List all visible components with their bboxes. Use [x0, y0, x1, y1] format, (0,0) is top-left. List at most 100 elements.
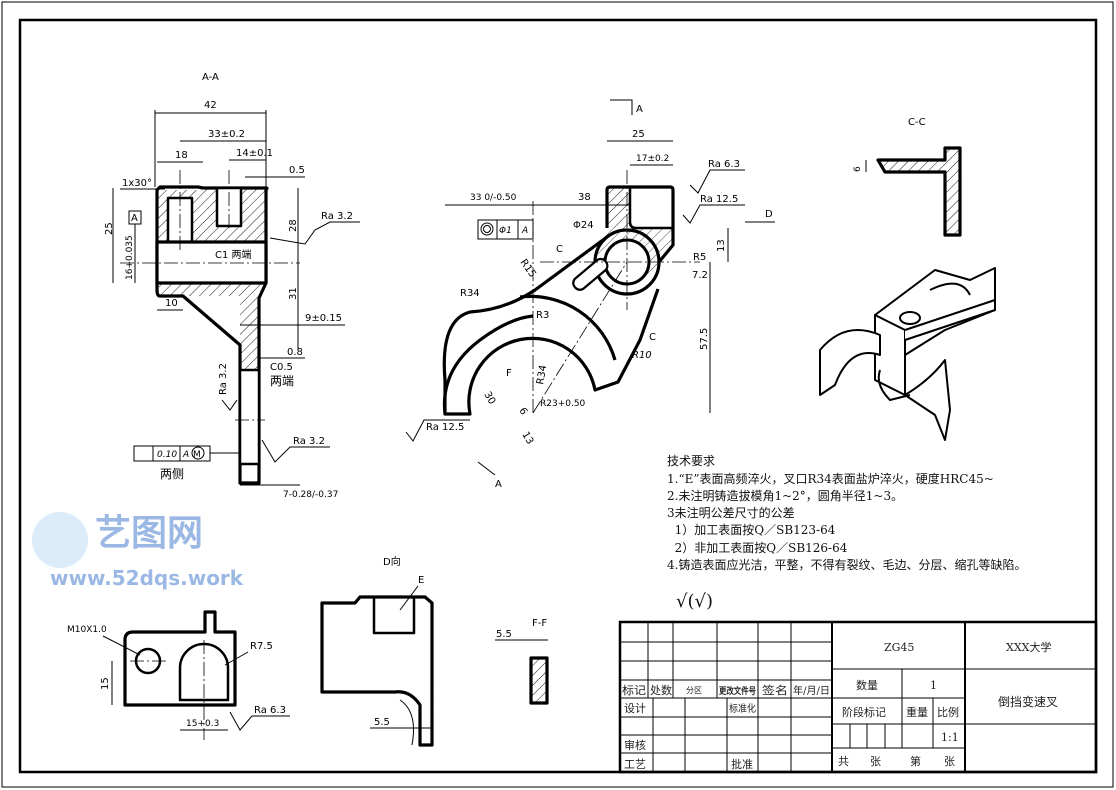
svg-text:7.2: 7.2 [692, 270, 708, 281]
svg-text:第: 第 [910, 754, 921, 768]
svg-text:F-F: F-F [532, 618, 547, 629]
svg-text:共: 共 [838, 755, 849, 768]
svg-text:3未注明公差尺寸的公差: 3未注明公差尺寸的公差 [667, 505, 795, 520]
section-ff-view: F-F 5.5 [495, 618, 549, 705]
svg-text:R23+0.50: R23+0.50 [540, 399, 586, 409]
isometric-view [819, 267, 996, 441]
svg-text:A: A [521, 226, 528, 236]
svg-text:0.8: 0.8 [287, 347, 303, 358]
roughness-symbol: √(√) [676, 591, 713, 612]
svg-text:9±0.15: 9±0.15 [305, 313, 342, 324]
svg-text:13: 13 [519, 430, 535, 447]
svg-text:C-C: C-C [908, 117, 926, 128]
svg-text:Ra 6.3: Ra 6.3 [708, 159, 740, 170]
svg-text:10: 10 [165, 298, 178, 309]
svg-text:18: 18 [175, 150, 188, 161]
svg-text:Ra 3.2: Ra 3.2 [218, 363, 229, 395]
svg-text:C: C [649, 332, 656, 343]
svg-text:16+0.035: 16+0.035 [125, 235, 135, 280]
svg-text:Φ24: Φ24 [573, 220, 594, 231]
svg-text:28: 28 [288, 219, 299, 232]
svg-text:分区: 分区 [686, 686, 702, 695]
tolerance-frame: 0.10 A M 两侧 [133, 445, 240, 481]
svg-text:工艺: 工艺 [624, 758, 646, 771]
watermark-url: www.52dqs.work [50, 566, 244, 590]
school-name: XXX大学 [1006, 640, 1052, 654]
inner-frame [18, 18, 1098, 774]
svg-text:2.未注明铸造拔模角1~2°，圆角半径1~3。: 2.未注明铸造拔模角1~2°，圆角半径1~3。 [667, 488, 903, 503]
svg-text:R3: R3 [536, 310, 549, 321]
watermark: 艺图网 www.52dqs.work [32, 512, 244, 590]
svg-text:1:1: 1:1 [941, 731, 959, 744]
watermark-logo: 艺图网 [95, 513, 203, 554]
main-view: A A D 25 17±0.2 33 0/-0.50 38 Φ24 13 R5 … [405, 99, 775, 490]
svg-text:33 0/-0.50: 33 0/-0.50 [470, 193, 517, 203]
svg-text:15: 15 [100, 677, 111, 690]
part-name: 倒挡变速叉 [998, 694, 1058, 709]
svg-text:Ra 6.3: Ra 6.3 [254, 705, 286, 716]
svg-text:1.“E”表面高频淬火，叉口R34表面盐炉淬火，硬度HRC4: 1.“E”表面高频淬火，叉口R34表面盐炉淬火，硬度HRC45~ [667, 471, 994, 486]
svg-text:数量: 数量 [856, 679, 878, 692]
svg-text:C0.5: C0.5 [270, 362, 293, 373]
svg-text:阶段标记: 阶段标记 [842, 705, 886, 719]
svg-text:比例: 比例 [937, 705, 959, 719]
svg-text:5.5: 5.5 [496, 629, 512, 640]
svg-text:Φ1: Φ1 [499, 226, 512, 236]
svg-text:张: 张 [870, 755, 881, 768]
svg-text:Ra 3.2: Ra 3.2 [321, 211, 353, 222]
svg-text:R5: R5 [693, 252, 706, 263]
svg-text:审核: 审核 [624, 738, 646, 752]
svg-text:标记: 标记 [622, 683, 646, 697]
svg-text:张: 张 [944, 755, 955, 768]
datum-a-label: A [131, 213, 138, 224]
svg-text:两端: 两端 [270, 374, 294, 388]
technical-requirements: 技术要求 1.“E”表面高频淬火，叉口R34表面盐炉淬火，硬度HRC45~ 2.… [667, 454, 1026, 612]
svg-text:M10X1.0: M10X1.0 [67, 625, 107, 635]
svg-text:1x30°: 1x30° [122, 178, 152, 189]
svg-text:A: A [182, 450, 189, 460]
svg-text:14±0.1: 14±0.1 [236, 148, 273, 159]
svg-text:30: 30 [481, 390, 497, 407]
svg-text:C: C [556, 244, 563, 255]
svg-text:E: E [418, 575, 424, 586]
svg-text:M: M [193, 450, 201, 460]
svg-text:C1 两端: C1 两端 [215, 248, 252, 261]
svg-text:R15: R15 [518, 257, 538, 279]
svg-text:标准化: 标准化 [729, 702, 756, 715]
section-aa-title: A-A [202, 72, 219, 83]
svg-text:设计: 设计 [624, 702, 646, 715]
svg-text:6: 6 [516, 406, 529, 417]
svg-text:R10: R10 [632, 350, 652, 361]
svg-text:57.5: 57.5 [699, 328, 710, 350]
svg-text:R34: R34 [460, 288, 480, 299]
view-d: D向 E 5.5 [320, 555, 434, 747]
svg-text:签名: 签名 [762, 683, 788, 697]
hole-view: M10X1.0 R7.5 15 15+0.3 Ra 6.3 [67, 610, 290, 740]
svg-text:Ra 12.5: Ra 12.5 [700, 194, 738, 205]
svg-text:年/月/日: 年/月/日 [793, 684, 830, 697]
svg-text:D向: D向 [383, 555, 401, 568]
section-aa-view: A-A 42 33±0.2 18 14±0.1 0.5 1x30° 25 A 1… [104, 72, 360, 500]
title-block: 标记 处数 分区 更改文件号 签名 年/月/日 设计 标准化 审核 工艺 批准 … [618, 620, 1098, 774]
svg-text:R34: R34 [535, 364, 549, 385]
svg-text:A: A [636, 104, 643, 115]
svg-text:R7.5: R7.5 [250, 641, 273, 652]
svg-text:25: 25 [104, 222, 115, 235]
section-cc-view: C-C 6 [853, 117, 962, 237]
svg-text:更改文件号: 更改文件号 [719, 685, 756, 697]
svg-text:2）非加工表面按Q／SB126-64: 2）非加工表面按Q／SB126-64 [667, 541, 848, 555]
svg-text:1）加工表面按Q／SB123-64: 1）加工表面按Q／SB123-64 [667, 523, 836, 537]
svg-text:4.铸造表面应光洁，平整，不得有裂纹、毛边、分层、缩孔等缺陷: 4.铸造表面应光洁，平整，不得有裂纹、毛边、分层、缩孔等缺陷。 [667, 557, 1026, 572]
svg-text:A: A [495, 479, 502, 490]
svg-text:42: 42 [204, 100, 217, 111]
svg-text:33±0.2: 33±0.2 [208, 129, 245, 140]
svg-text:25: 25 [632, 129, 645, 140]
svg-text:17±0.2: 17±0.2 [636, 154, 669, 164]
direction-d-label: D [765, 209, 773, 220]
svg-text:两侧: 两侧 [160, 467, 184, 481]
svg-text:1: 1 [930, 679, 937, 692]
material: ZG45 [884, 641, 914, 654]
svg-text:38: 38 [578, 192, 591, 203]
svg-text:15+0.3: 15+0.3 [186, 719, 219, 729]
